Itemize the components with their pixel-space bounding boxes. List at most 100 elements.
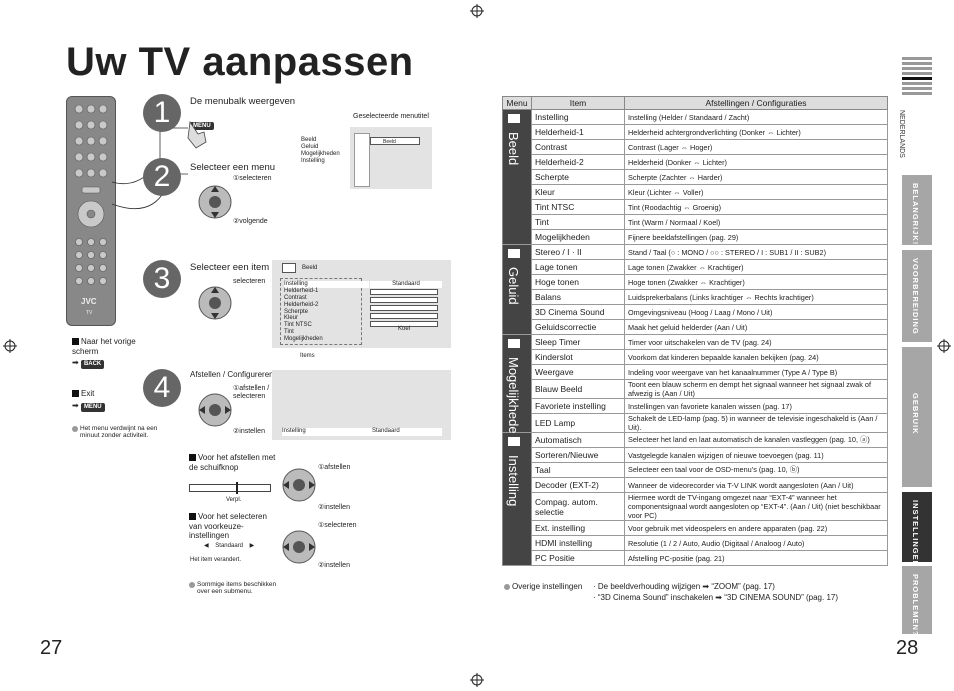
menu-item: Geluid	[301, 143, 319, 150]
description-cell: Timer voor uitschakelen van de TV (pag. …	[624, 334, 888, 350]
item-cell: Helderheid-2	[531, 154, 625, 170]
header-menu: Menu	[502, 96, 532, 110]
submenu-note: Sommige items beschikken over een submen…	[197, 581, 277, 596]
exit-note: Exit ➡ MENU	[72, 389, 105, 412]
menu-caption: Geselecteerde menutitel	[353, 113, 429, 120]
slider-caption: Verpl.	[226, 497, 242, 503]
category-label: Geluid	[506, 267, 521, 305]
description-cell: Helderheid (Donker ⇔ Lichter)	[624, 154, 888, 170]
item-cell: Decoder (EXT-2)	[531, 477, 625, 493]
tab-label: BELANGRIJK!	[911, 183, 920, 246]
item-cell: Taal	[531, 462, 625, 478]
description-cell: Instelling (Helder / Standaard / Zacht)	[624, 109, 888, 125]
description-cell: Tint (Warm / Normaal / Koel)	[624, 214, 888, 230]
item-cell: Compag. autom. selectie	[531, 492, 625, 521]
items-label: Items	[300, 353, 315, 359]
description-cell: Fijnere beeldafstellingen (pag. 29)	[624, 229, 888, 245]
tab-label: VOORBEREIDING	[911, 258, 920, 335]
tab-label: INSTELLINGEN	[911, 500, 920, 568]
description-cell: Lage tonen (Zwakker ⇔ Krachtiger)	[624, 259, 888, 275]
item-cell: Contrast	[531, 139, 625, 155]
category-icon	[508, 249, 520, 258]
back-label: Naar het vorige scherm	[72, 337, 136, 356]
item-cell: 3D Cinema Sound	[531, 304, 625, 320]
menu-key-hand: MENU	[187, 114, 214, 149]
description-cell: Toont een blauw scherm en dempt het sign…	[624, 379, 888, 399]
item-value-bars	[370, 289, 438, 327]
description-cell: Vastgelegde kanalen wijzigen of nieuwe t…	[624, 447, 888, 463]
sidebar-stripes	[902, 57, 932, 97]
menu-item-list: Beeld Geluid Mogelijkheden Instelling	[301, 137, 340, 165]
menu-selected-title: Beeld	[370, 137, 420, 145]
other-settings-label: Overige instellingen	[512, 582, 583, 591]
item-cell: Balans	[531, 289, 625, 305]
adjust-item: Instelling	[282, 428, 306, 434]
dpad-icon	[198, 393, 232, 427]
adjust-value: Standaard	[372, 428, 400, 434]
preset-hint-select: ①selecteren	[318, 522, 357, 529]
item-row: Helderheid-2	[284, 301, 319, 308]
settings-table: Menu Item Afstellingen / Configuraties B…	[502, 96, 888, 566]
item-cell: Instelling	[531, 109, 625, 125]
item-value-cool: Koel	[398, 326, 411, 332]
description-cell: Kleur (Lichter ⇔ Voller)	[624, 184, 888, 200]
adjust-row: Instelling Standaard	[282, 428, 442, 436]
item-cell: Blauw Beeld	[531, 379, 625, 399]
item-cell: Sleep Timer	[531, 334, 625, 350]
slider-knob	[236, 482, 238, 494]
tab-voorbereiding[interactable]: VOORBEREIDING	[902, 250, 932, 342]
description-cell: Indeling voor weergave van het kanaalnum…	[624, 364, 888, 380]
item-row: Helderheid-1	[284, 287, 319, 294]
adjust-screen: Instelling Standaard	[272, 370, 451, 440]
category-icon	[508, 339, 520, 348]
category-cell: Instelling	[502, 432, 532, 566]
description-cell: Contrast (Lager ⇔ Hoger)	[624, 139, 888, 155]
description-cell: Selecteer het land en laat automatisch d…	[624, 432, 888, 448]
step-4-hint-adjust: ①afstellen / selecteren	[233, 385, 270, 401]
tab-label: PROBLEMEN?	[911, 574, 920, 637]
hand-pointer-icon	[187, 120, 207, 149]
menu-item: Beeld	[301, 137, 317, 143]
preset-note: Voor het selecteren van voorkeuze-instel…	[189, 512, 279, 541]
tab-instellingen[interactable]: INSTELLINGEN	[902, 492, 932, 567]
description-cell: Selecteer een taal voor de OSD-menu’s (p…	[624, 462, 888, 478]
description-cell: Voorkom dat kinderen bepaalde kanalen be…	[624, 349, 888, 365]
slider-title: Voor het afstellen met de schuifknop	[189, 453, 276, 472]
description-cell: Instellingen van favoriete kanalen wisse…	[624, 398, 888, 414]
step-2-number: 2	[143, 158, 181, 196]
items-dashed-frame	[280, 278, 362, 345]
registration-mark-left	[3, 339, 17, 353]
item-cell: Mogelijkheden	[531, 229, 625, 245]
menu-key: MENU	[190, 122, 214, 130]
step-4-label: Afstellen / Configureren	[190, 370, 274, 379]
item-row: Kleur	[284, 315, 299, 322]
dpad-icon	[198, 286, 232, 320]
registration-mark-right	[937, 339, 951, 353]
item-cell: PC Positie	[531, 550, 625, 566]
item-cell: Favoriete instelling	[531, 398, 625, 414]
slider-hint-adjust: ①afstellen	[318, 464, 351, 471]
item-cell: Tint	[531, 214, 625, 230]
tab-gebruik[interactable]: GEBRUIK	[902, 347, 932, 487]
step-3-label: Selecteer een item	[190, 262, 270, 273]
item-cell: Helderheid-1	[531, 124, 625, 140]
tab-belangrijk[interactable]: BELANGRIJK!	[902, 175, 932, 245]
remote-brand: JVC	[81, 297, 97, 306]
description-cell: Tint (Roodachtig ⇔ Groenig)	[624, 199, 888, 215]
registration-mark-bottom	[470, 673, 484, 687]
item-cell: HDMI instelling	[531, 535, 625, 551]
tab-problemen[interactable]: PROBLEMEN?	[902, 566, 932, 637]
